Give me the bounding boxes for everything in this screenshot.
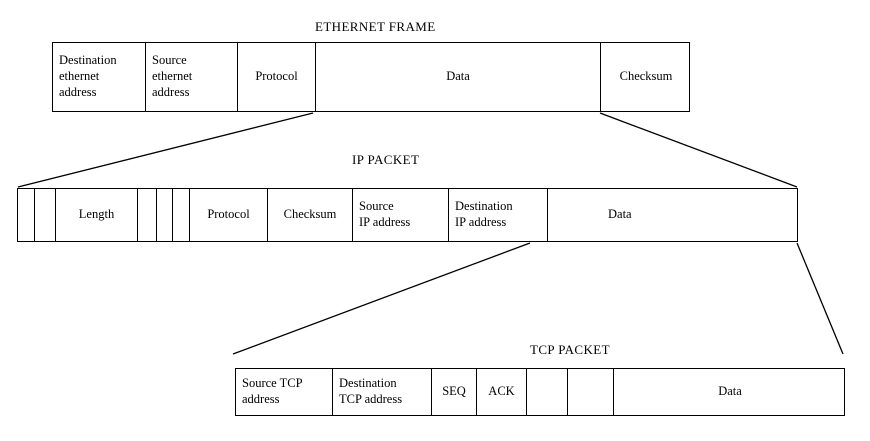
ip-field-identification: [138, 189, 157, 241]
tcp-field-tcp-checksum: [568, 369, 614, 415]
ip-field-checksum: Checksum: [268, 189, 353, 241]
ethernet-field-destination-ethernet-address: Destination ethernet address: [53, 43, 146, 111]
tcp-field-ack-label: ACK: [488, 384, 515, 399]
ethernet-field-protocol: Protocol: [238, 43, 316, 111]
ip-field-length: Length: [56, 189, 138, 241]
tcp-field-source-tcp-address: Source TCP address: [236, 369, 333, 415]
ethernet-field-checksum: Checksum: [601, 43, 691, 111]
ip-field-version: [18, 189, 35, 241]
ip-field-destination-ip-address-label: Destination IP address: [455, 199, 513, 229]
ip-field-fragment-offset: [173, 189, 190, 241]
ip-field-source-ip-address-label: Source IP address: [359, 199, 411, 229]
ethernet-field-source-ethernet-address-label: Source ethernet address: [152, 53, 193, 99]
ip-field-length-label: Length: [78, 207, 115, 222]
ip-field-checksum-label: Checksum: [283, 207, 337, 222]
ethernet-field-destination-ethernet-address-label: Destination ethernet address: [59, 53, 117, 99]
ip-field-source-ip-address: Source IP address: [353, 189, 449, 241]
ethernet-row: Destination ethernet address Source ether…: [52, 42, 690, 112]
ip-row: Length Protocol Checksum Source IP address D…: [17, 188, 798, 242]
tcp-row: Source TCP address Destination TCP addres…: [235, 368, 845, 416]
tcp-field-ack: ACK: [477, 369, 527, 415]
ip-data-to-tcp-right: [796, 242, 844, 355]
tcp-field-destination-tcp-address-label: Destination TCP address: [339, 376, 403, 406]
ethernet-data-to-ip-right: [599, 112, 798, 188]
tcp-field-seq-label: SEQ: [442, 384, 466, 399]
ethernet-field-data: Data: [316, 43, 601, 111]
ethernet-title: ETHERNET FRAME: [315, 19, 436, 34]
ip-field-protocol: Protocol: [190, 189, 268, 241]
ip-data-to-tcp-left: [232, 242, 531, 355]
tcp-field-window: [527, 369, 568, 415]
ip-field-data-label: Data: [608, 207, 632, 222]
tcp-field-data-label: Data: [718, 384, 742, 399]
ethernet-data-to-ip-left: [17, 112, 314, 188]
ip-field-data: Data: [548, 189, 799, 241]
ip-field-flags: [157, 189, 173, 241]
ip-field-header-length: [35, 189, 56, 241]
ethernet-field-checksum-label: Checksum: [619, 69, 673, 84]
ethernet-field-source-ethernet-address: Source ethernet address: [146, 43, 238, 111]
ip-field-protocol-label: Protocol: [207, 207, 250, 222]
ethernet-field-data-label: Data: [446, 69, 470, 84]
tcp-field-destination-tcp-address: Destination TCP address: [333, 369, 432, 415]
ip-field-destination-ip-address: Destination IP address: [449, 189, 548, 241]
tcp-title: TCP PACKET: [530, 342, 610, 357]
tcp-field-data: Data: [614, 369, 846, 415]
tcp-field-source-tcp-address-label: Source TCP address: [242, 376, 303, 406]
ethernet-field-protocol-label: Protocol: [255, 69, 298, 84]
ip-title: IP PACKET: [352, 152, 420, 167]
tcp-field-seq: SEQ: [432, 369, 477, 415]
